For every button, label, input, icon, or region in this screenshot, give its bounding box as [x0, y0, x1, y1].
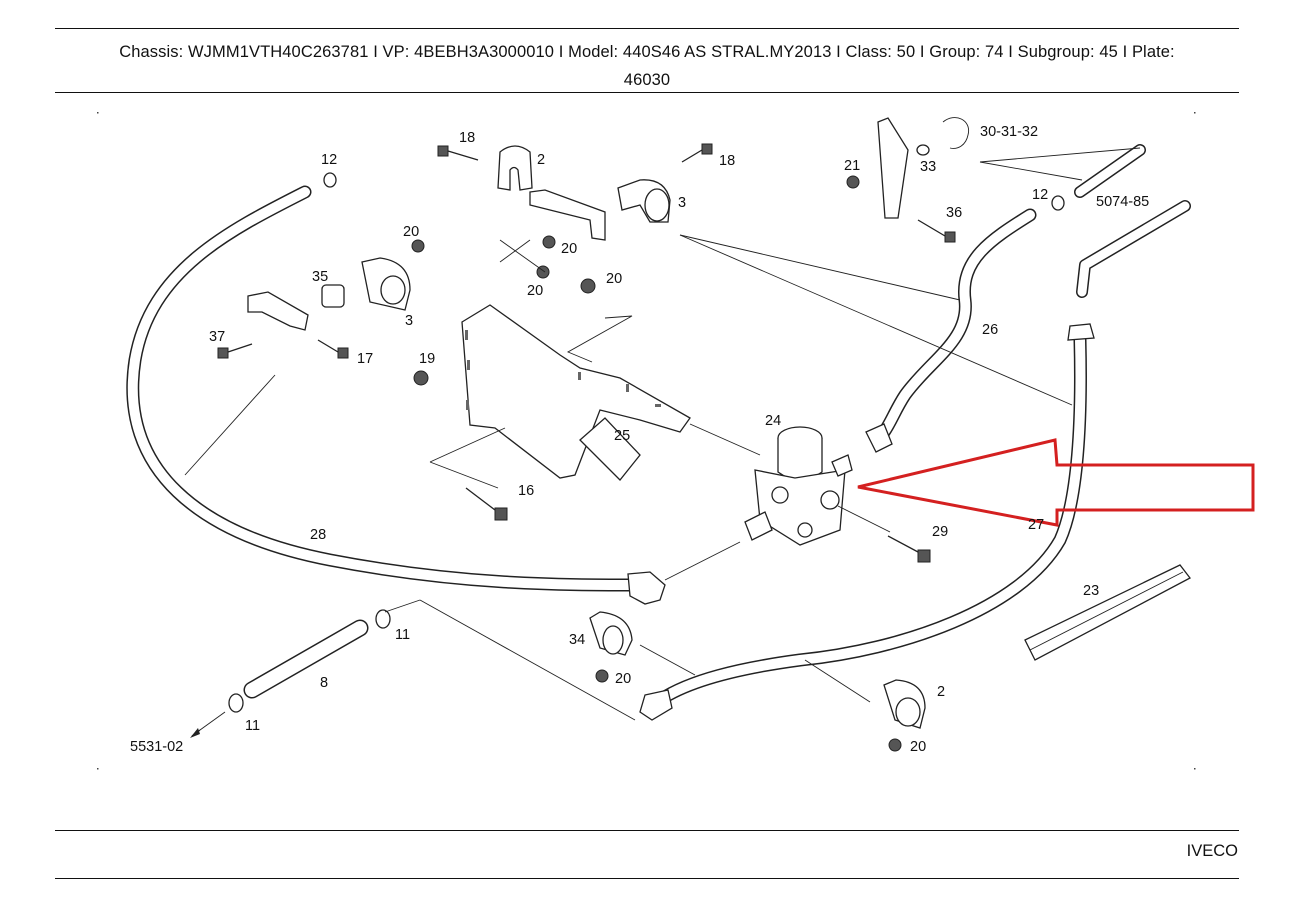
callout-20-d: 20 — [606, 271, 622, 287]
callout-5531-02: 5531-02 — [130, 739, 183, 755]
header-top-rule — [55, 28, 1239, 29]
callout-27: 27 — [1028, 517, 1044, 533]
callout-24: 24 — [765, 413, 781, 429]
bolt-37 — [217, 343, 253, 359]
bolt-16 — [465, 487, 508, 521]
nut-20-2 — [542, 235, 556, 249]
hose-26 — [865, 208, 1037, 453]
clamp-2-lower — [883, 679, 926, 729]
bracket-slots — [465, 330, 661, 410]
callout-20-b: 20 — [561, 241, 577, 257]
clamp-2-upper — [497, 145, 533, 191]
callout-29: 29 — [932, 524, 948, 540]
pipe-5074-85 — [1074, 144, 1191, 298]
callout-30-31-32: 30-31-32 — [980, 124, 1038, 140]
bolt-29 — [887, 535, 931, 563]
callout-17: 17 — [357, 351, 373, 367]
footer-bottom-rule — [55, 878, 1239, 879]
callout-26: 26 — [982, 322, 998, 338]
bolt-36 — [917, 219, 956, 243]
leader-lines — [184, 147, 1141, 738]
nut-20-4 — [580, 278, 596, 294]
callout-20-f: 20 — [910, 739, 926, 755]
callout-35: 35 — [312, 269, 328, 285]
clamp-34 — [589, 611, 633, 656]
callout-2-lower: 2 — [937, 684, 945, 700]
clip-11-upper — [375, 609, 391, 629]
callout-2-upper: 2 — [537, 152, 545, 168]
callout-18-right: 18 — [719, 153, 735, 169]
highlight-arrow — [857, 438, 1255, 527]
strip-23 — [1024, 564, 1191, 661]
clamp-3-upper — [617, 179, 671, 223]
nut-20-1 — [411, 239, 425, 253]
nut-20-3 — [536, 265, 550, 279]
header-info: Chassis: WJMM1VTH40C263781 I VP: 4BEBH3A… — [55, 38, 1239, 94]
callout-19: 19 — [419, 351, 435, 367]
hose-27 — [639, 323, 1095, 721]
bracket-37-plate — [247, 291, 309, 331]
corner-marks — [97, 112, 1196, 770]
callout-18-left: 18 — [459, 130, 475, 146]
header-bottom-rule — [55, 92, 1239, 93]
callout-12-right: 12 — [1032, 187, 1048, 203]
callout-20-c: 20 — [527, 283, 543, 299]
footer-top-rule — [55, 830, 1239, 831]
nut-19 — [413, 370, 429, 386]
callout-5074-85: 5074-85 — [1096, 194, 1149, 210]
bracket-25 — [461, 304, 691, 481]
callout-25: 25 — [614, 428, 630, 444]
callout-34: 34 — [569, 632, 585, 648]
callout-20-e: 20 — [615, 671, 631, 687]
callout-8: 8 — [320, 675, 328, 691]
bolt-18-left — [437, 145, 479, 161]
callout-11-upper: 11 — [395, 627, 410, 643]
bolt-18-right — [681, 143, 713, 163]
hose-28 — [126, 185, 666, 605]
bracket-upper-right — [877, 117, 970, 219]
pipe-8 — [243, 619, 369, 699]
callout-11-lower: 11 — [245, 718, 260, 734]
valve-24 — [744, 426, 853, 546]
clip-12-left — [323, 172, 337, 188]
header-line-2: 46030 — [623, 71, 671, 89]
footer-brand: IVECO — [1186, 842, 1238, 860]
clip-12-right — [1051, 195, 1065, 211]
nut-20-5 — [595, 669, 609, 683]
callout-labels: 12 18 2 18 3 21 33 30-31-32 36 12 5074-8… — [130, 124, 1149, 755]
clamp-3-middle — [361, 257, 411, 311]
fasteners — [217, 143, 1065, 752]
callout-3-upper: 3 — [678, 195, 686, 211]
callout-33: 33 — [920, 159, 936, 175]
callout-12-left: 12 — [321, 152, 337, 168]
callout-37: 37 — [209, 329, 225, 345]
callout-16: 16 — [518, 483, 534, 499]
callout-28: 28 — [310, 527, 326, 543]
callout-21: 21 — [844, 158, 860, 174]
nut-20-6 — [888, 738, 902, 752]
callout-20-a: 20 — [403, 224, 419, 240]
nut-21 — [846, 175, 860, 189]
bracket-upper-plate — [529, 189, 606, 241]
callout-3-middle: 3 — [405, 313, 413, 329]
callout-23: 23 — [1083, 583, 1099, 599]
clip-11-lower — [228, 693, 244, 713]
header-line-1: Chassis: WJMM1VTH40C263781 I VP: 4BEBH3A… — [119, 43, 1175, 61]
callout-36: 36 — [946, 205, 962, 221]
bolt-17 — [317, 339, 349, 359]
bushing-35 — [321, 284, 345, 308]
